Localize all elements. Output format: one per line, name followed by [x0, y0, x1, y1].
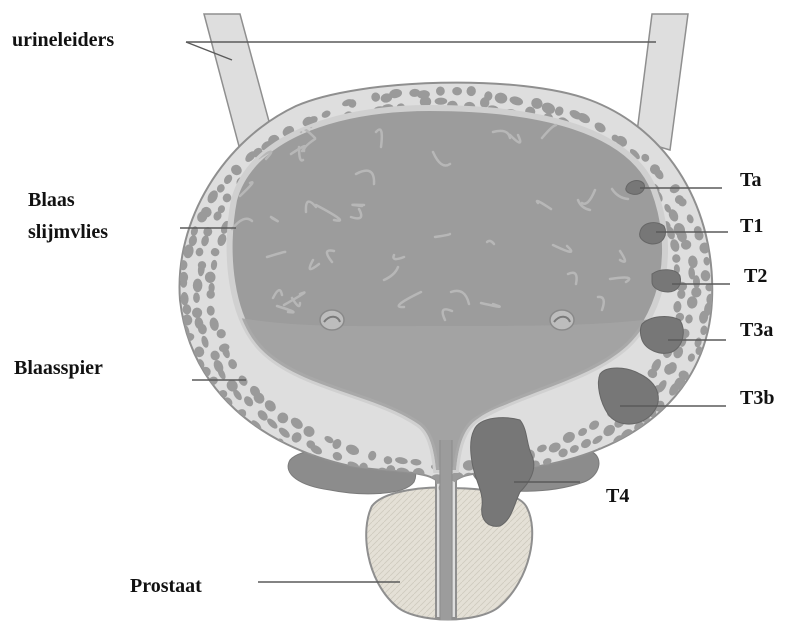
label-mucosa-line2: slijmvlies: [28, 221, 108, 243]
label-t4: T4: [606, 485, 629, 507]
left-ureteral-orifice: [320, 310, 344, 330]
label-ta: Ta: [740, 169, 762, 191]
label-t2: T2: [744, 265, 767, 287]
label-prostate: Prostaat: [130, 575, 202, 597]
label-t3b: T3b: [740, 387, 774, 409]
label-muscle: Blaasspier: [14, 357, 103, 379]
label-mucosa-line1: Blaas: [28, 189, 75, 211]
label-t3a: T3a: [740, 319, 773, 341]
urethra: [440, 440, 452, 620]
right-ureteral-orifice: [550, 310, 574, 330]
label-ureters: urineleiders: [12, 29, 114, 51]
tumor-t2: [652, 270, 681, 292]
right-ureter: [636, 14, 688, 150]
label-t1: T1: [740, 215, 763, 237]
mucosa-fold: [352, 205, 364, 206]
tumor-t1: [640, 223, 666, 244]
